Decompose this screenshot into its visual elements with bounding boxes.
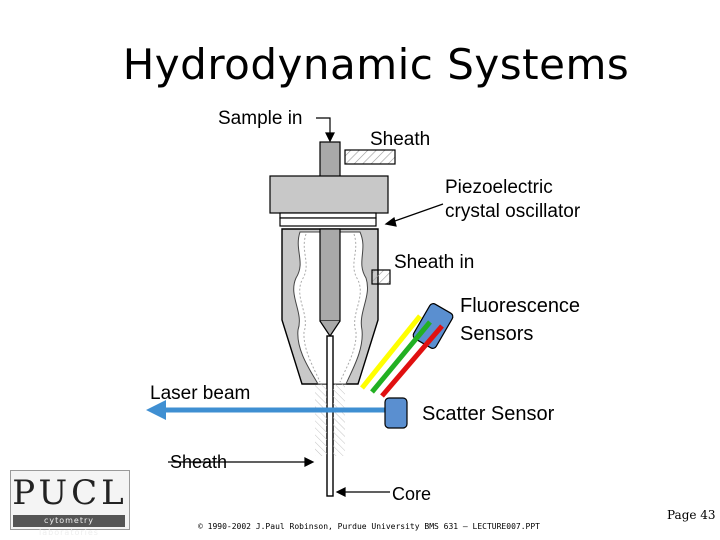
page-number: Page 43 [667, 508, 716, 522]
core-stream [326, 335, 334, 497]
beam-red [380, 324, 444, 398]
label-piezo-line2: crystal oscillator [445, 201, 581, 222]
label-laser-beam: Laser beam [150, 383, 251, 404]
label-scatter-sensor: Scatter Sensor [422, 403, 555, 425]
label-fluorescence-line2: Sensors [460, 323, 534, 345]
leader-lines [168, 117, 444, 497]
sample-inlet-tube [319, 141, 341, 178]
label-sheath-top: Sheath [370, 129, 431, 150]
label-piezo-line1: Piezoelectric [445, 177, 553, 198]
sheath-top-port [344, 149, 396, 165]
label-sheath-bottom: Sheath [170, 452, 228, 472]
fluorescence-sensor [412, 303, 454, 349]
pucl-logo: PUCL cytometry laboratories [10, 470, 130, 537]
sample-injection-tube [319, 228, 341, 322]
logo-text: PUCL [12, 473, 128, 513]
label-sheath-in: Sheath in [394, 252, 475, 273]
beam-yellow [360, 314, 422, 390]
footer-copyright: © 1990-2002 J.Paul Robinson, Purdue Univ… [198, 522, 540, 531]
label-sample-in: Sample in [218, 108, 303, 129]
scatter-sensor [384, 397, 408, 429]
gasket [279, 212, 377, 219]
label-fluorescence-line1: Fluorescence [460, 295, 581, 317]
label-core: Core [392, 484, 432, 504]
piezo-cap [269, 175, 389, 214]
beam-green [370, 320, 432, 394]
sheath-in-port [371, 269, 391, 285]
logo-subtitle: cytometry laboratories [13, 515, 125, 537]
page-title: Hydrodynamic Systems [122, 40, 630, 89]
laser-arrowhead [146, 400, 166, 420]
